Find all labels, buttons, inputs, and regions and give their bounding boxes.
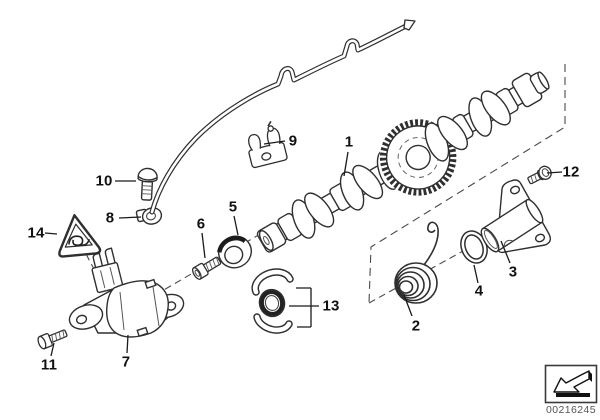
callout-4[interactable]: 4 — [474, 282, 484, 300]
bushing — [217, 235, 252, 269]
callout-2[interactable]: 2 — [411, 317, 421, 335]
callout-11[interactable]: 11 — [40, 356, 58, 374]
callout-1[interactable]: 1 — [344, 133, 354, 151]
dome-bolt — [137, 167, 158, 201]
callout-9[interactable]: 9 — [288, 132, 298, 150]
bearing-shells — [251, 268, 294, 334]
callout-5[interactable]: 5 — [228, 198, 238, 216]
callout-8[interactable]: 8 — [105, 209, 115, 227]
guide-sleeve — [480, 179, 552, 254]
hex-bolt — [527, 165, 552, 185]
callout-13[interactable]: 13 — [322, 297, 340, 315]
socket-bolt — [191, 256, 222, 280]
mounting-bracket — [68, 247, 185, 338]
callout-14[interactable]: 14 — [27, 224, 45, 242]
flange-bolt — [37, 329, 68, 350]
callout-6[interactable]: 6 — [196, 215, 206, 233]
callout-7[interactable]: 7 — [121, 353, 131, 371]
callout-3[interactable]: 3 — [508, 263, 518, 281]
callout-10[interactable]: 10 — [95, 172, 113, 190]
o-ring — [460, 230, 488, 264]
image-number: 00216245 — [546, 404, 596, 416]
callout-12[interactable]: 12 — [562, 163, 580, 181]
coil-spring — [394, 221, 439, 304]
leader-lines — [44, 140, 563, 357]
oil-pipe — [149, 19, 416, 215]
arrow-down-left-icon[interactable] — [544, 364, 598, 404]
warning-triangle-icon — [58, 214, 102, 258]
banjo-fitting — [135, 207, 163, 225]
camshaft — [256, 71, 550, 253]
